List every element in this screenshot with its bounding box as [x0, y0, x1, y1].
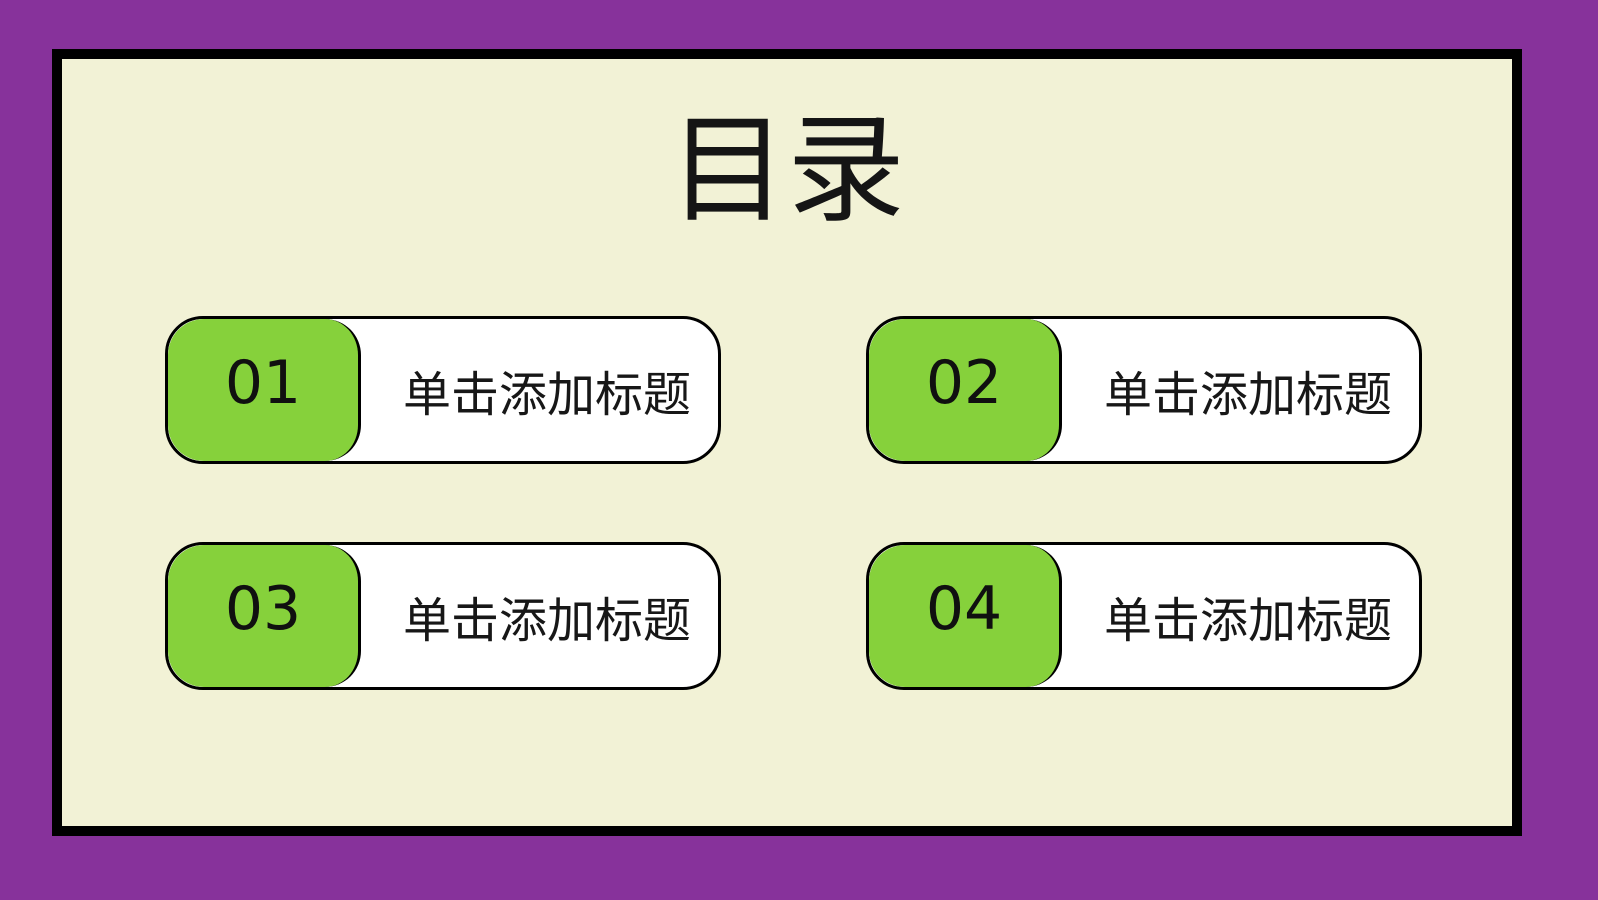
- item-number: 02: [925, 348, 1003, 418]
- toc-item-2[interactable]: 02 单击添加标题: [866, 316, 1422, 464]
- item-number-badge: 04: [869, 545, 1062, 687]
- toc-item-3[interactable]: 03 单击添加标题: [165, 542, 721, 690]
- toc-item-4[interactable]: 04 单击添加标题: [866, 542, 1422, 690]
- content-panel: 目录 01 单击添加标题 02 单击添加标题 03 单击添加标题 04 单击添加…: [52, 49, 1522, 836]
- slide-title: 目录: [668, 101, 905, 239]
- item-title-placeholder[interactable]: 单击添加标题: [1104, 367, 1393, 423]
- item-number: 04: [925, 574, 1003, 644]
- item-number: 01: [224, 348, 302, 418]
- item-title-placeholder[interactable]: 单击添加标题: [403, 367, 692, 423]
- toc-item-1[interactable]: 01 单击添加标题: [165, 316, 721, 464]
- item-number-badge: 03: [168, 545, 361, 687]
- item-title-placeholder[interactable]: 单击添加标题: [1104, 593, 1393, 649]
- item-number-badge: 01: [168, 319, 361, 461]
- item-number-badge: 02: [869, 319, 1062, 461]
- item-number: 03: [224, 574, 302, 644]
- item-title-placeholder[interactable]: 单击添加标题: [403, 593, 692, 649]
